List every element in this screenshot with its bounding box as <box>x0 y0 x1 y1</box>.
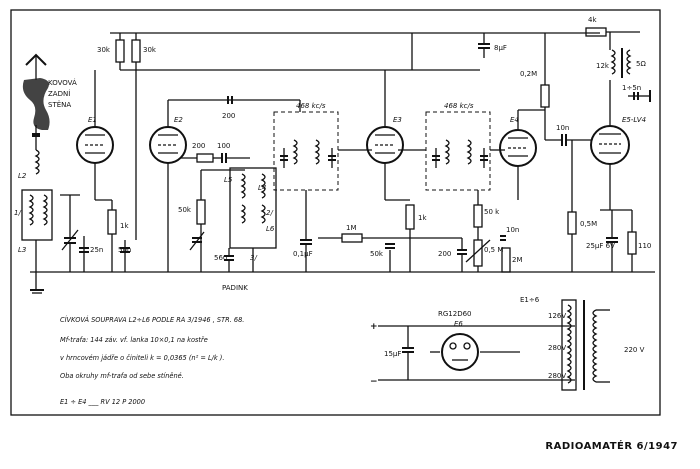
svg-text:468 kc/s: 468 kc/s <box>296 102 326 110</box>
svg-text:200: 200 <box>222 112 235 120</box>
e1-cathode: 1k 25n 50n <box>79 199 131 272</box>
tube-e5: E5-LV4 <box>590 82 646 210</box>
svg-text:3/: 3/ <box>250 254 257 262</box>
notes-block: CÍVKOVÁ SOUPRAVA L2÷L6 PODLE RA 3/1946 ,… <box>60 315 244 406</box>
svg-text:8μF: 8μF <box>494 44 507 52</box>
power-supply: + − 15μF RG12D60 E6 E1÷6 126V 280V 280V … <box>370 296 645 391</box>
svg-text:12k: 12k <box>596 62 610 70</box>
coupling-10n: 10n 0,5M <box>545 124 597 272</box>
cap-8uf: 8μF <box>478 33 507 58</box>
svg-text:v hrncovém jádře o činiteli k: v hrncovém jádře o činiteli k = 0,0365 (… <box>60 354 224 362</box>
svg-text:1M: 1M <box>346 224 357 232</box>
frame-border <box>10 9 661 416</box>
svg-text:220 V: 220 V <box>624 346 645 354</box>
svg-text:200: 200 <box>192 142 205 150</box>
svg-text:100: 100 <box>217 142 230 150</box>
svg-text:30k: 30k <box>97 46 111 54</box>
resistors-30k: 30k 30k <box>97 33 157 240</box>
svg-text:E1 ÷ E4 ___ RV 12 P 2000: E1 ÷ E4 ___ RV 12 P 2000 <box>60 398 145 406</box>
svg-text:0,2M: 0,2M <box>520 70 537 78</box>
coupling-200: 200 <box>222 96 235 120</box>
svg-text:0,5 M: 0,5 M <box>484 246 503 254</box>
svg-text:10n: 10n <box>506 226 519 234</box>
svg-text:1÷5n: 1÷5n <box>622 84 641 92</box>
svg-text:Mf-trafa: 144 záv. vf. lanka: Mf-trafa: 144 záv. vf. lanka 10×0,1 na k… <box>60 336 208 344</box>
svg-text:STĚNA: STĚNA <box>48 100 71 109</box>
svg-text:L2: L2 <box>18 172 27 180</box>
osc-coils: L5 L4 2/ L6 560 3/ <box>214 167 277 272</box>
svg-text:L6: L6 <box>266 225 275 233</box>
svg-text:10n: 10n <box>556 124 569 132</box>
svg-text:50k: 50k <box>370 250 384 258</box>
svg-text:25μF 6V: 25μF 6V <box>586 242 615 250</box>
svg-text:E3: E3 <box>393 116 402 124</box>
svg-text:280V: 280V <box>548 344 566 352</box>
svg-text:E5-LV4: E5-LV4 <box>622 116 646 124</box>
svg-text:50k: 50k <box>178 206 192 214</box>
svg-text:E2: E2 <box>174 116 183 124</box>
svg-text:L3: L3 <box>18 246 26 254</box>
svg-text:Oba okruhy mf-trafa od sebe st: Oba okruhy mf-trafa od sebe stíněné. <box>60 372 184 380</box>
tube-e2: E2 <box>149 99 268 272</box>
input-coils: L2 1/ L3 <box>14 149 80 294</box>
svg-text:+: + <box>370 322 378 332</box>
osc-network: 200 100 50k <box>178 142 250 272</box>
svg-text:110: 110 <box>638 242 651 250</box>
svg-text:E1: E1 <box>88 116 97 124</box>
svg-text:126V: 126V <box>548 312 566 320</box>
chassis-antenna: KOVOVÁ ZADNÍ STĚNA <box>22 53 77 150</box>
svg-text:RG12D60: RG12D60 <box>438 310 472 318</box>
resistor-1m: 1M <box>318 224 462 243</box>
svg-text:200: 200 <box>438 250 451 258</box>
svg-text:25n: 25n <box>90 246 103 254</box>
svg-text:15μF: 15μF <box>384 350 401 358</box>
svg-text:2/: 2/ <box>266 209 273 217</box>
padink-label: PADINK <box>222 284 248 292</box>
svg-text:ZADNÍ: ZADNÍ <box>48 89 70 98</box>
svg-text:CÍVKOVÁ SOUPRAVA L2÷L6 PODLE R: CÍVKOVÁ SOUPRAVA L2÷L6 PODLE RA 3/1946 ,… <box>60 315 244 324</box>
svg-text:−: − <box>370 377 378 387</box>
svg-text:30k: 30k <box>143 46 157 54</box>
tube-e4: E4 <box>499 109 545 200</box>
svg-text:E1÷6: E1÷6 <box>520 296 540 304</box>
svg-text:1/: 1/ <box>14 209 21 217</box>
svg-text:560: 560 <box>214 254 227 262</box>
svg-text:50 k: 50 k <box>484 208 500 216</box>
svg-text:280V: 280V <box>548 372 566 380</box>
resistor-0-2m: 0,2M <box>520 33 550 140</box>
svg-text:50n: 50n <box>118 246 131 254</box>
svg-text:0,1μF: 0,1μF <box>293 250 313 258</box>
svg-text:468 kc/s: 468 kc/s <box>444 102 474 110</box>
tube-e3: E3 1k 50k <box>366 70 427 272</box>
svg-text:5Ω: 5Ω <box>636 60 646 68</box>
svg-text:2M: 2M <box>512 256 523 264</box>
svg-text:E4: E4 <box>510 116 519 124</box>
svg-text:E6: E6 <box>454 320 463 328</box>
svg-text:1k: 1k <box>120 222 129 230</box>
tube-e1: E1 <box>76 70 114 200</box>
e5-cathode: 25μF 6V 110 <box>586 209 651 272</box>
output-stage: 4k 12k 5Ω 1÷5n <box>585 16 651 102</box>
svg-text:L4: L4 <box>258 184 266 192</box>
if-transformer-2: 468 kc/s <box>398 102 505 191</box>
if-transformer-1: 468 kc/s 0,1μF <box>268 99 372 272</box>
svg-text:0,5M: 0,5M <box>580 220 597 228</box>
svg-text:1k: 1k <box>418 214 427 222</box>
svg-text:KOVOVÁ: KOVOVÁ <box>48 78 77 87</box>
publication-credit: RADIOAMATÉR 6/1947 <box>545 441 678 452</box>
svg-text:4k: 4k <box>588 16 597 24</box>
detector-network: 50 k 0,5 M 200 10n 2M <box>438 190 523 273</box>
svg-text:L5: L5 <box>224 176 233 184</box>
